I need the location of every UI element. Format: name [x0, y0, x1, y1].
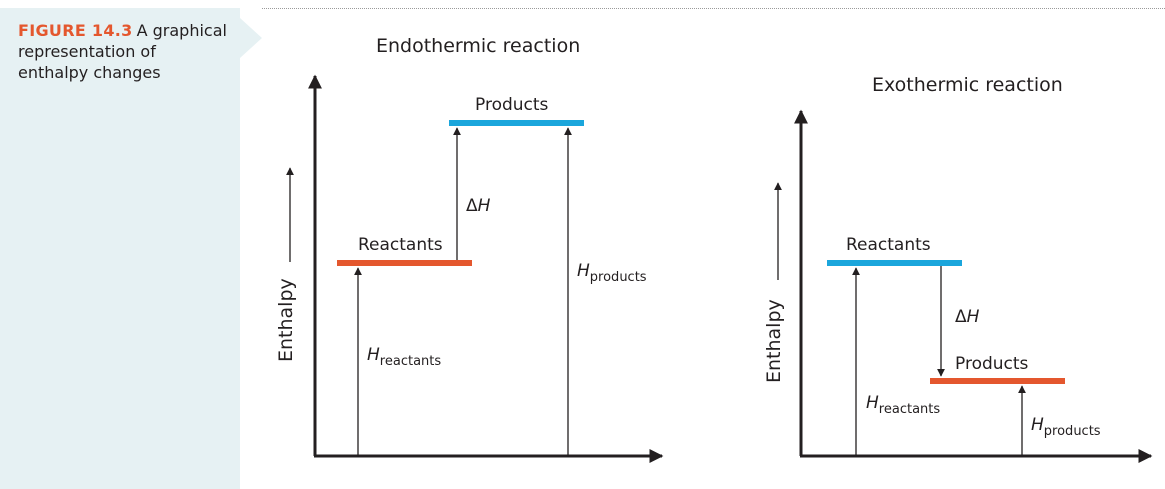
caption-panel: [0, 8, 240, 489]
top-rule: [262, 8, 1165, 9]
exo-h-reactants-label: Hreactants: [866, 393, 940, 417]
exo-products-label: Products: [955, 354, 1029, 374]
endothermic-diagram: Endothermic reaction Enthalpy Reactants …: [275, 35, 664, 463]
endo-delta-h-label: ΔH: [466, 196, 491, 216]
exo-y-axis-label: Enthalpy: [763, 299, 785, 383]
endothermic-title: Endothermic reaction: [376, 35, 580, 57]
endo-h-reactants-label: Hreactants: [367, 345, 441, 369]
endo-h-products-label: Hproducts: [577, 261, 647, 285]
exo-delta-h-label: ΔH: [955, 307, 980, 327]
caption-text: A graphical representation of enthalpy c…: [18, 21, 227, 82]
figure-number: FIGURE 14.3: [18, 21, 133, 40]
exothermic-title: Exothermic reaction: [872, 74, 1063, 96]
endo-reactants-label: Reactants: [358, 235, 443, 255]
endo-products-label: Products: [475, 95, 549, 115]
caption-pointer: [240, 18, 262, 58]
exothermic-diagram: Exothermic reaction Enthalpy Reactants P…: [763, 74, 1153, 463]
exo-reactants-label: Reactants: [846, 235, 931, 255]
exo-h-products-label: Hproducts: [1031, 415, 1101, 439]
endo-y-axis-label: Enthalpy: [275, 278, 297, 362]
